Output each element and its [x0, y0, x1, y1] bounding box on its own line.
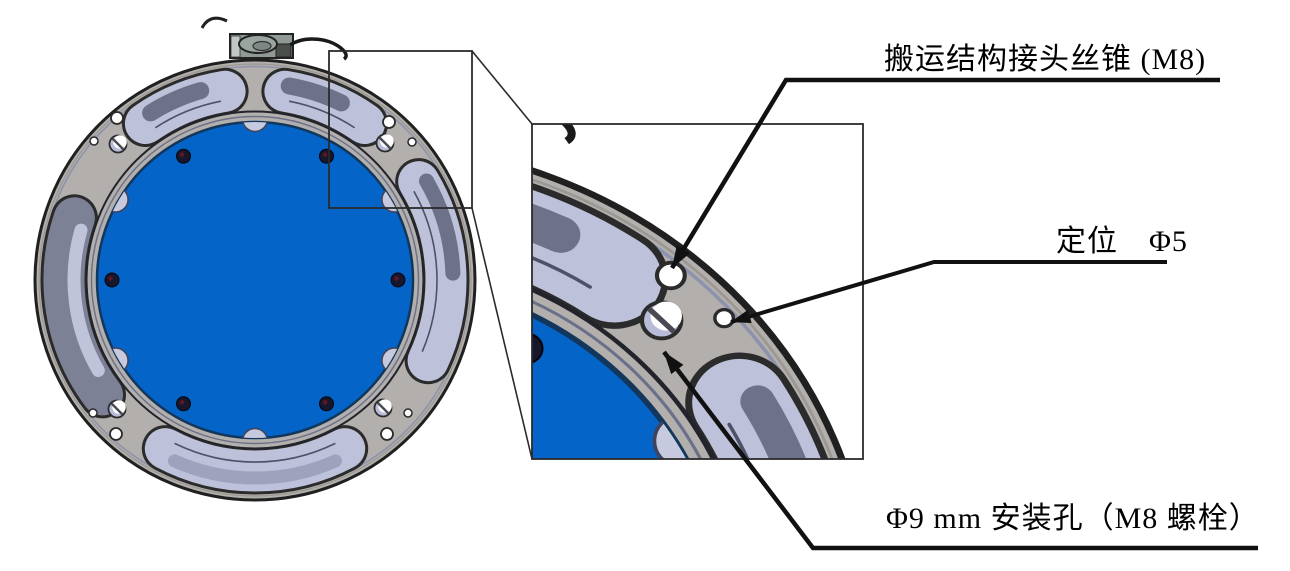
detail-connector-bottom [471, 207, 533, 460]
flange-front-view [35, 18, 475, 500]
leader-m8-tap [670, 77, 1220, 270]
callout-label-phi9-mounting: Φ9 mm 安装孔（M8 螺栓） [886, 502, 1260, 535]
detail-connector-top [471, 50, 533, 125]
leader-phi5-locating [730, 260, 1167, 324]
detail-view-box [531, 123, 864, 460]
callout-label-phi5-locating: 定位 Φ5 [1056, 225, 1188, 258]
callout-label-m8-tap: 搬运结构接头丝锥 (M8) [884, 43, 1207, 76]
leader-phi9-mounting [662, 350, 1258, 551]
detail-source-box [328, 50, 473, 209]
